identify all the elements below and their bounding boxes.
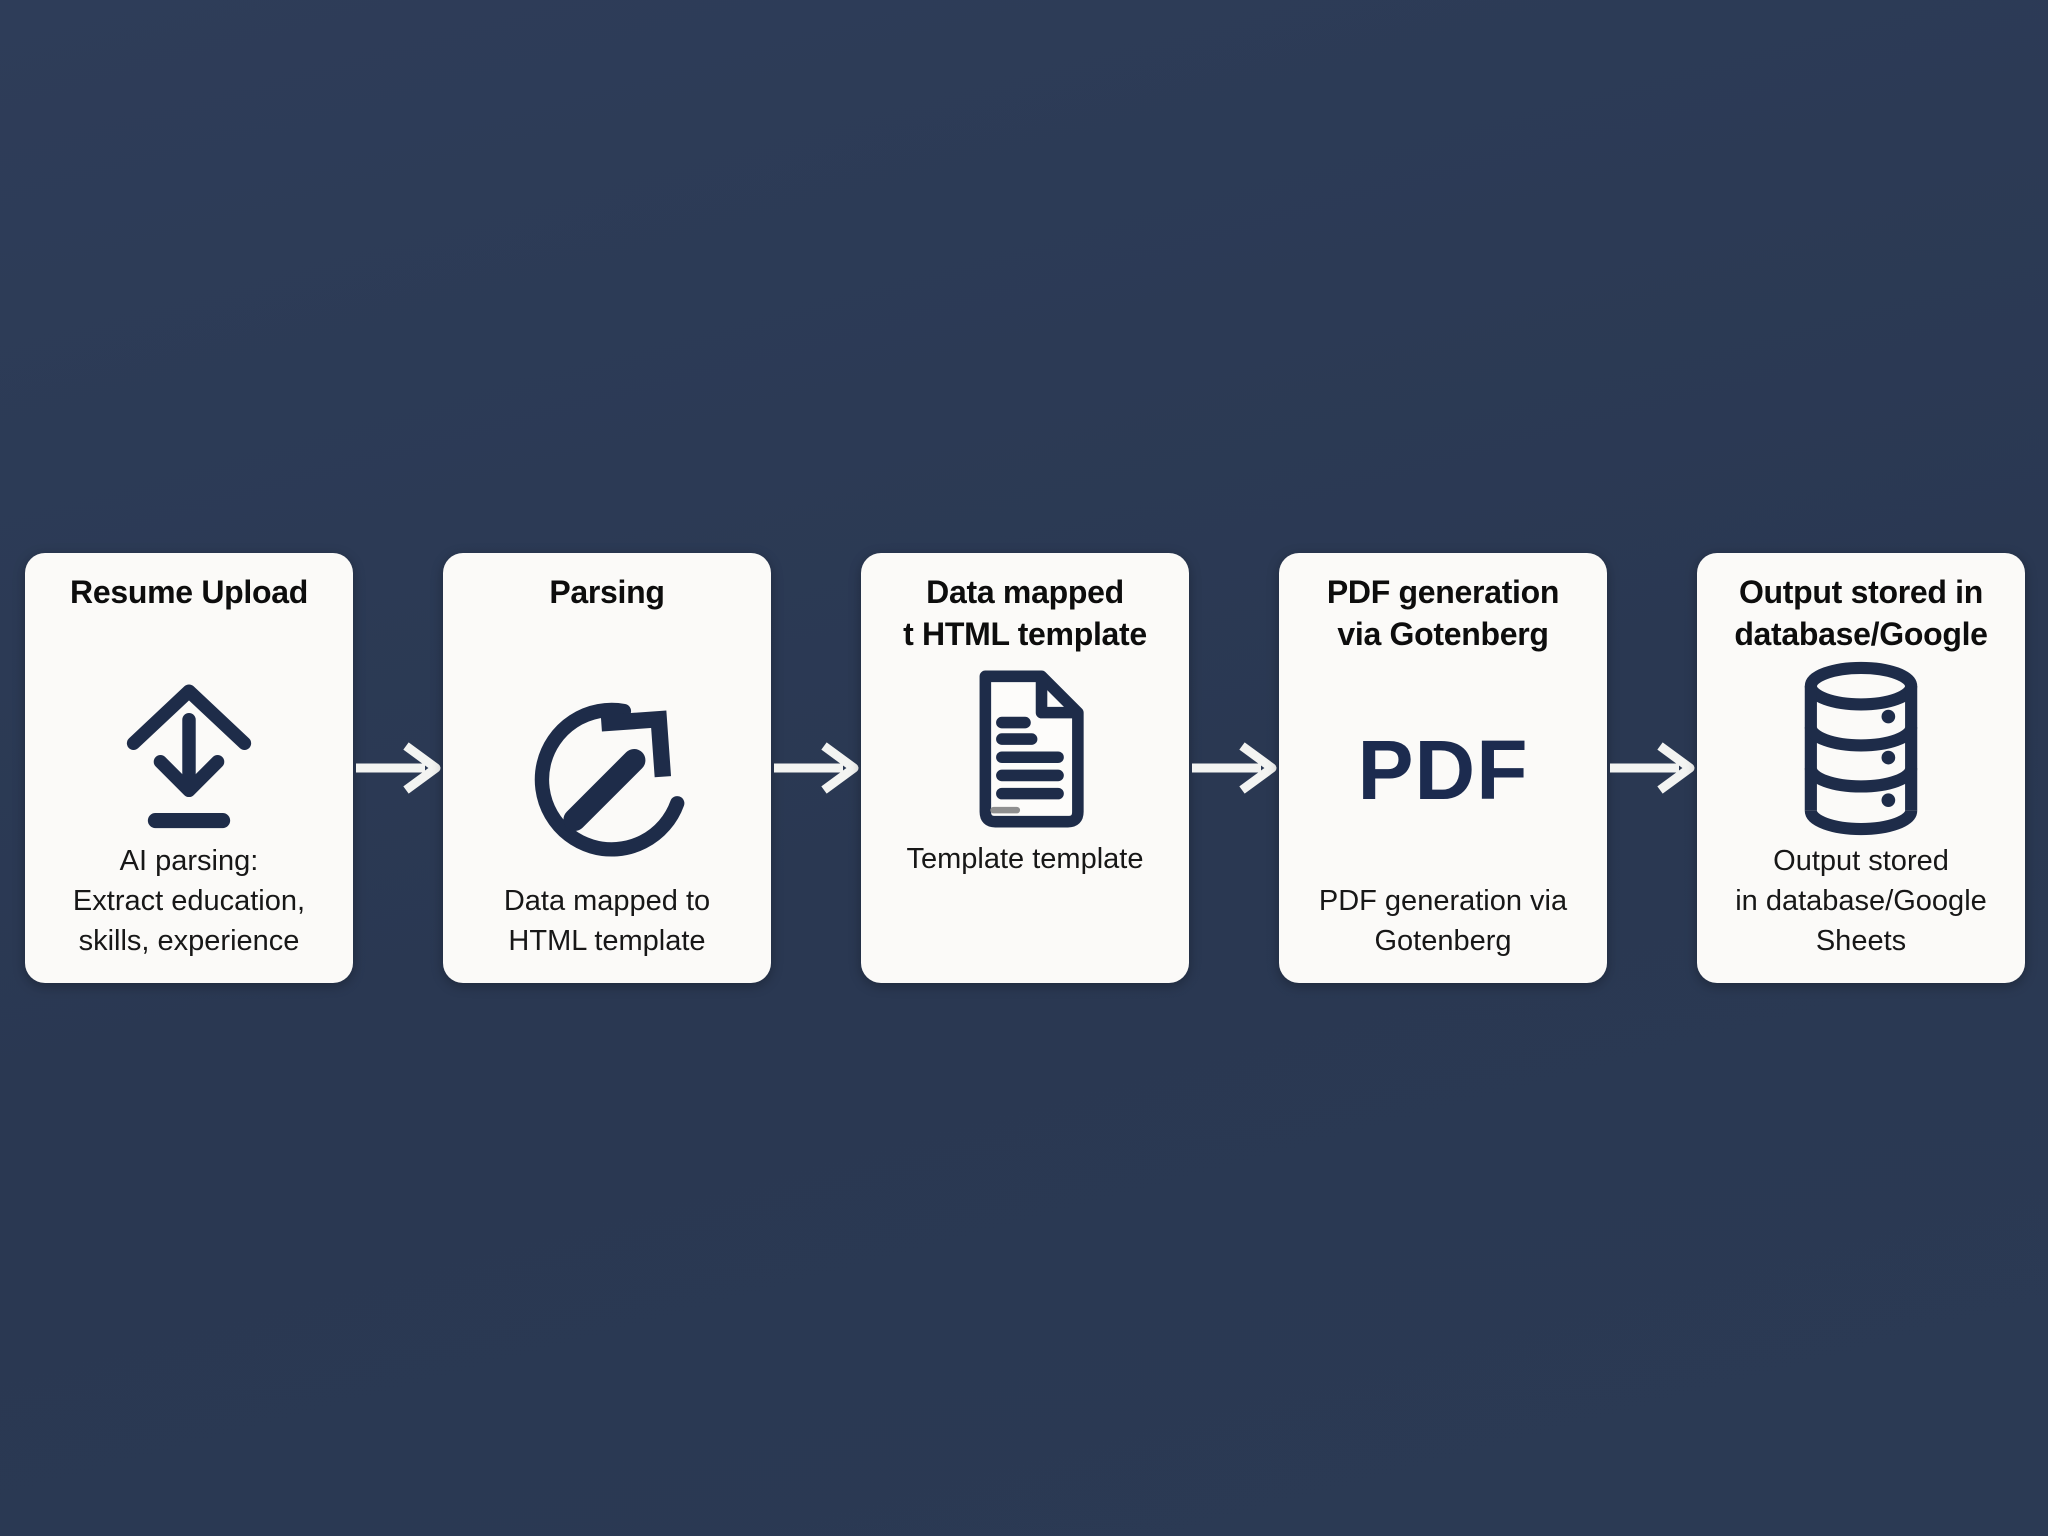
step-card-html-template: Data mapped t HTML template Template tem… [861,553,1189,983]
flow-connector [1189,553,1279,983]
flow-connector [771,553,861,983]
flow-connector [1607,553,1697,983]
step-title: PDF generation via Gotenberg [1326,574,1560,652]
step-title: Data mapped t HTML template [903,574,1147,652]
pdf-text-icon: PDF [1357,722,1529,817]
step-card-pdf-generation: PDF generation via Gotenberg PDF PDF gen… [1279,553,1607,983]
circular-arrow-icon [534,702,684,856]
flow-arrow-icon [356,742,441,794]
pipeline-flow-row: Resume Upload AI parsing: Extract educat… [25,553,2025,983]
step-icon-wrap [1709,659,2013,841]
step-caption: PDF generation via Gotenberg [1318,885,1568,957]
step-card-parsing: Parsing Data mapped to HTML template [443,553,771,983]
flow-arrow-icon [774,742,859,794]
step-icon-wrap [455,659,759,881]
step-title: Resume Upload [70,574,308,610]
step-caption: Data mapped to HTML template [503,885,711,957]
step-icon-wrap [873,659,1177,839]
upload-icon [126,684,252,829]
step-caption: Output stored in database/Google Sheets [1735,845,1987,957]
document-icon [979,670,1084,828]
flow-connector [353,553,443,983]
flow-arrow-icon [1192,742,1277,794]
step-title: Parsing [549,574,665,610]
database-icon [1804,661,1918,836]
step-title: Output stored in database/Google [1734,574,1988,652]
step-caption: Template template [906,843,1144,875]
step-icon-wrap: PDF [1291,659,1595,881]
step-caption: AI parsing: Extract education, skills, e… [72,845,306,957]
flow-arrow-icon [1610,742,1695,794]
step-icon-wrap [37,659,341,841]
step-card-resume-upload: Resume Upload AI parsing: Extract educat… [25,553,353,983]
step-card-output-stored: Output stored in database/Google Output … [1697,553,2025,983]
